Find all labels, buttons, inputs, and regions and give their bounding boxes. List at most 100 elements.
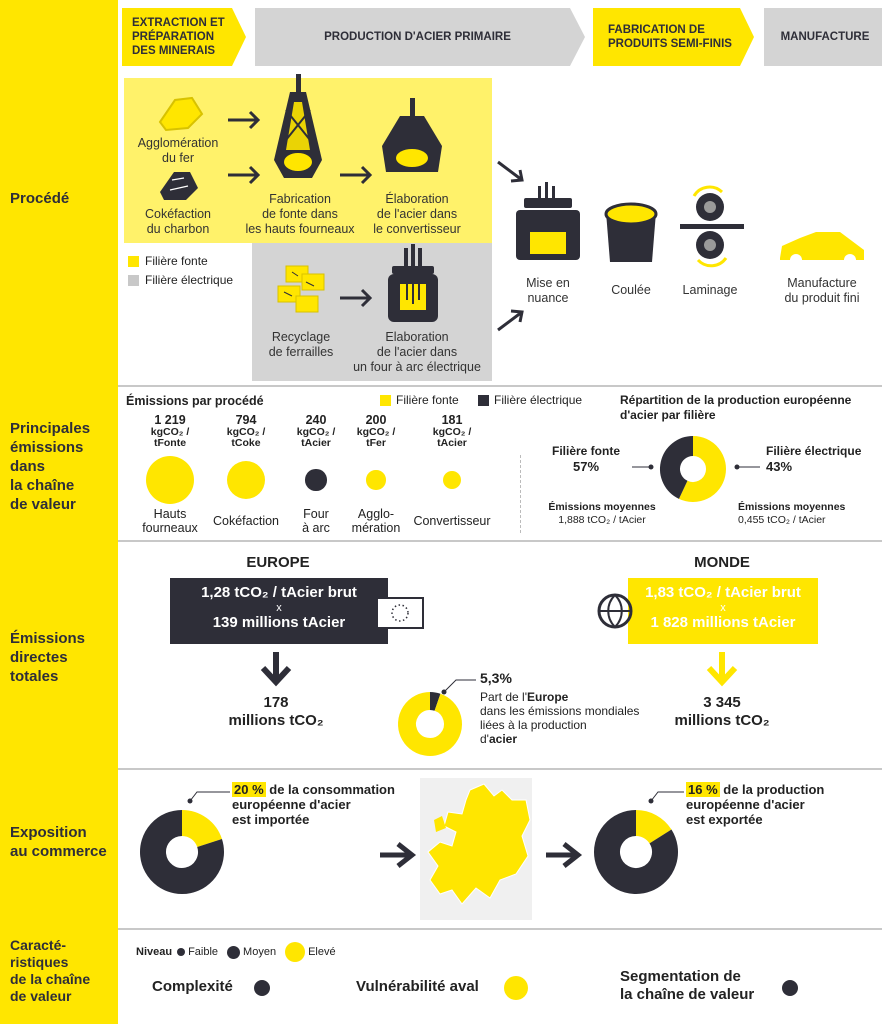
donut-slice-1	[660, 436, 694, 499]
export-donut-chart	[594, 810, 678, 894]
blast-furnace-icon	[274, 74, 322, 178]
emissions-legend-fonte: Filière fonte	[396, 393, 459, 407]
import-donut-chart	[140, 810, 224, 894]
donut-slice-0	[181, 810, 222, 848]
emissions-legend-elec-swatch	[478, 395, 489, 406]
separator	[118, 540, 882, 542]
header-production-primaire: PRODUCTION D'ACIER PRIMAIRE	[324, 31, 511, 43]
europe-share-pct: 5,3%	[480, 670, 512, 686]
separator	[118, 928, 882, 930]
level-medium-dot	[227, 945, 241, 959]
level-low-dot	[177, 948, 186, 956]
header-semi-finis: FABRICATION DE PRODUITS SEMI-FINIS	[608, 24, 732, 50]
ladle-icon	[516, 182, 580, 260]
emission-bubble	[305, 469, 327, 491]
converter-icon	[382, 98, 442, 172]
donut-slice-0	[678, 436, 726, 502]
segmentation-level-dot	[782, 980, 798, 996]
procede-graphics	[158, 74, 864, 332]
scrap-icon	[277, 265, 325, 313]
separator	[118, 768, 882, 770]
complexite-label: Complexité	[152, 978, 233, 995]
emission-bubble	[146, 456, 194, 504]
header-manufacture: MANUFACTURE	[780, 31, 870, 43]
rolling-mill-icon	[680, 185, 744, 268]
globe-icon	[597, 593, 633, 629]
donut-slice-0	[429, 692, 441, 711]
emission-process-label: Agglo-mération	[351, 507, 401, 535]
legend-electrique-label: Filière électrique	[145, 273, 234, 287]
donut-slice-0	[635, 810, 672, 845]
header-extraction: EXTRACTION ET PRÉPARATION DES MINERAIS	[132, 17, 225, 57]
emissions-legend-elec: Filière électrique	[494, 393, 583, 407]
arrow-right-icon	[380, 842, 417, 868]
donut-slice-1	[398, 692, 462, 756]
label-laminage: Laminage	[682, 283, 738, 297]
emission-bubble	[226, 460, 266, 500]
coal-icon	[160, 172, 198, 200]
donut-slice-1	[140, 810, 224, 894]
row-label-procede: Procédé	[10, 190, 70, 207]
europe-title: EUROPE	[246, 554, 310, 571]
export-text: 16 % de la production européenne d'acier…	[686, 782, 825, 827]
row-label-sidebar	[0, 0, 118, 1024]
iron-ore-icon	[158, 96, 204, 132]
legend-electrique-swatch	[128, 275, 139, 286]
emissions-title: Émissions par procédé	[126, 394, 264, 408]
dashed-divider	[520, 455, 521, 533]
emission-process-label: Convertisseur	[413, 514, 491, 528]
eu-flag-icon	[376, 597, 424, 629]
monde-title: MONDE	[694, 554, 750, 571]
legend-fonte-swatch	[128, 256, 139, 267]
import-text: 20 % de la consommation européenne d'aci…	[232, 782, 395, 827]
emission-bubble	[366, 470, 386, 490]
separator	[118, 385, 882, 387]
europe-share-text: Part de l'Europe dans les émissions mond…	[480, 690, 640, 746]
vulnerabilite-level-dot	[504, 976, 528, 1000]
emission-process-label: Cokéfaction	[212, 514, 279, 528]
donut-slice-1	[594, 810, 678, 894]
car-icon	[780, 232, 864, 266]
arrow-right-icon	[546, 842, 583, 868]
legend-fonte-label: Filière fonte	[145, 254, 208, 268]
header-chevrons	[122, 8, 882, 66]
emissions-legend-fonte-swatch	[380, 395, 391, 406]
level-high-dot	[285, 942, 306, 962]
europe-share-donut-chart	[398, 692, 462, 756]
vulnerabilite-label: Vulnérabilité aval	[356, 978, 479, 995]
repartition-donut-chart	[660, 436, 726, 502]
label-coulee: Coulée	[611, 283, 651, 297]
arc-furnace-icon	[388, 244, 438, 322]
monde-down-arrow-icon	[706, 652, 738, 687]
